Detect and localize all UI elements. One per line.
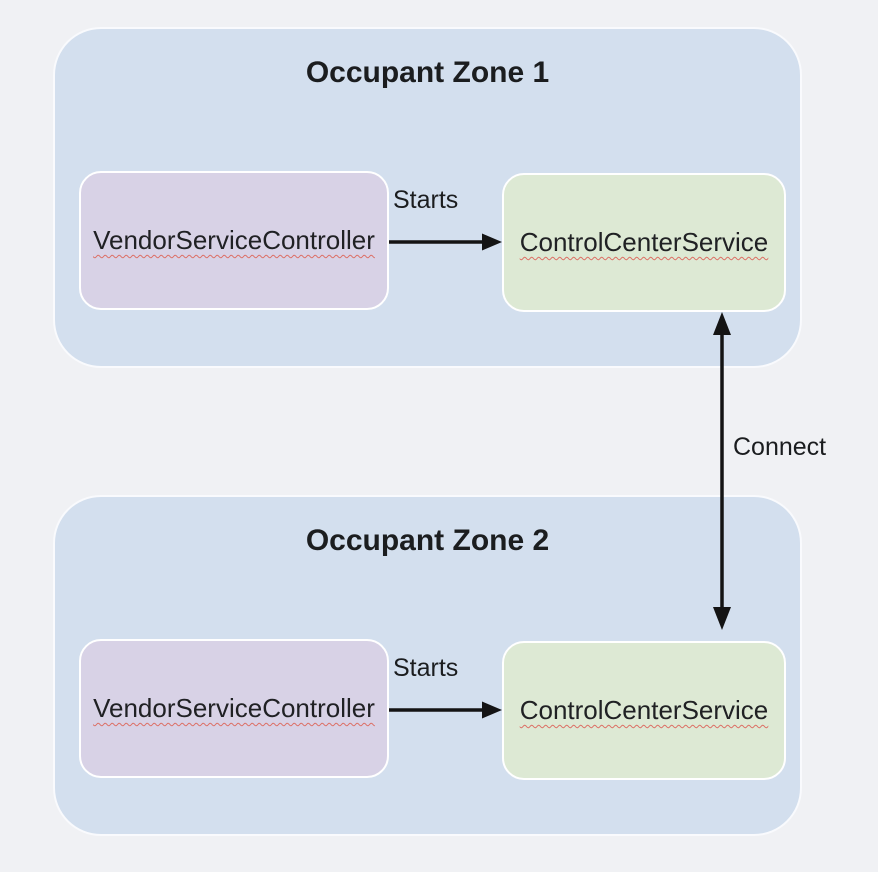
vendor-service-controller-label: VendorServiceController [93,693,375,723]
control-center-service-node: ControlCenterService [502,641,786,780]
zone-1-title: Occupant Zone 1 [305,56,550,89]
starts-label: Starts [393,654,459,682]
starts-label: Starts [393,186,459,214]
occupant-zone-2: Occupant Zone 2 VendorServiceController … [53,495,802,836]
vendor-service-controller-node: VendorServiceController [79,171,389,310]
control-center-service-label: ControlCenterService [519,227,769,257]
zone-2-title: Occupant Zone 2 [305,524,550,557]
control-center-service-label: ControlCenterService [519,695,769,725]
starts-arrow [389,701,502,719]
connect-label: Connect [733,433,827,461]
vendor-service-controller-node: VendorServiceController [79,639,389,778]
occupant-zone-1: Occupant Zone 1 VendorServiceController … [53,27,802,368]
vendor-service-controller-label: VendorServiceController [93,225,375,255]
control-center-service-node: ControlCenterService [502,173,786,312]
connect-arrow [713,312,731,630]
starts-arrow [389,233,502,251]
